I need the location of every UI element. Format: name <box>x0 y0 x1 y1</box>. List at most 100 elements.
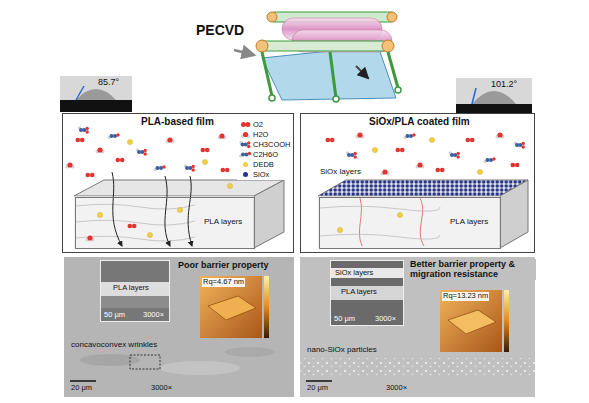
art-shape <box>326 138 335 143</box>
micrograph-panel: Poor barrier propertyPLA layers50 μm3000… <box>64 257 294 397</box>
art-shape <box>404 133 416 138</box>
art-shape <box>320 206 440 211</box>
legend: O2H2OCH3COOHC2H6ODEDBSiOx <box>237 118 292 180</box>
art-shape <box>86 173 95 178</box>
art-shape <box>66 162 74 168</box>
art-shape <box>76 138 85 143</box>
molecule-icon <box>240 141 251 148</box>
art-shape <box>356 132 364 138</box>
art-shape <box>511 163 520 168</box>
contact-angle: 101.2° <box>491 79 517 89</box>
art-shape <box>154 165 166 170</box>
art-shape <box>472 88 476 104</box>
legend-row: CH3COOH <box>238 139 291 149</box>
scale-label: 50 μm <box>104 311 125 320</box>
art-shape <box>346 152 357 159</box>
art-shape <box>504 290 509 352</box>
art-shape <box>388 52 398 88</box>
pecvd-machine <box>234 12 401 102</box>
molecule-icon <box>240 151 252 156</box>
magnification-label: 3000× <box>385 384 408 393</box>
magnification-label: 3000× <box>143 311 164 320</box>
legend-icon <box>238 160 253 169</box>
art-shape <box>80 354 140 366</box>
art-shape <box>165 176 170 246</box>
coating-band: SiOx layers <box>319 167 529 197</box>
cross-section-inset: SiOx layersPLA layers50 μm3000× <box>330 260 404 326</box>
art-shape <box>429 137 434 142</box>
panel-heading: Better barrier property & migration resi… <box>408 259 536 280</box>
legend-icon <box>238 130 253 139</box>
art-shape <box>97 212 102 217</box>
legend-text: DEDB <box>253 160 274 169</box>
art-shape <box>436 168 445 173</box>
legend-row: C2H6O <box>238 149 291 159</box>
art-shape <box>300 257 535 397</box>
art-shape <box>318 180 528 196</box>
art-shape <box>76 204 195 209</box>
art-shape <box>264 276 269 338</box>
legend-icon <box>238 150 253 159</box>
art-shape <box>234 50 254 55</box>
panel-heading: SiOx/PLA coated film <box>367 116 472 128</box>
art-shape <box>258 41 388 51</box>
legend-row: O2 <box>238 119 291 129</box>
art-shape <box>382 40 394 52</box>
art-shape <box>466 138 475 143</box>
art-shape <box>330 52 336 98</box>
art-shape <box>225 347 275 357</box>
art-shape <box>306 380 332 382</box>
pla-film-slab <box>74 172 284 248</box>
art-shape <box>184 165 195 172</box>
art-shape <box>60 100 132 112</box>
art-shape <box>96 147 104 153</box>
art-shape <box>262 46 396 100</box>
layer-label: SiOx layers <box>335 269 373 278</box>
art-shape <box>86 235 94 241</box>
art-shape <box>330 260 404 326</box>
art-shape <box>76 86 84 100</box>
film-slab: PLA layers <box>319 197 501 249</box>
art-shape <box>395 87 401 93</box>
art-shape <box>337 227 342 232</box>
cross-section-inset: PLA layers50 μm3000× <box>100 260 170 322</box>
panel-heading: Poor barrier property <box>176 260 271 270</box>
art-shape <box>74 180 284 196</box>
art-shape <box>333 96 339 102</box>
feature-label: concavoconvex wrinkles <box>70 340 158 349</box>
scale-label: 50 μm <box>334 315 355 324</box>
feature-label: nano-SiOx particles <box>306 345 378 354</box>
art-shape <box>456 78 532 104</box>
art-shape <box>60 76 132 100</box>
art-shape <box>330 268 404 278</box>
afm-inset: Rq=4.67 nm <box>200 276 262 338</box>
legend-swatch <box>243 162 248 167</box>
legend-swatch <box>243 172 248 177</box>
art-shape <box>254 180 284 248</box>
art-shape <box>330 286 404 300</box>
art-shape <box>262 52 272 96</box>
art-shape <box>112 172 122 246</box>
art-shape <box>484 157 496 162</box>
art-shape <box>318 180 528 196</box>
contact-angle-photo <box>60 76 532 114</box>
layer-label: PLA layers <box>341 288 377 297</box>
molecule-icon <box>238 140 253 149</box>
art-shape <box>477 169 482 174</box>
legend-text: O2 <box>253 120 263 129</box>
art-shape <box>267 12 277 22</box>
art-shape <box>372 147 377 152</box>
art-shape <box>440 290 502 352</box>
art-shape <box>116 158 125 163</box>
art-shape <box>221 168 230 173</box>
art-shape <box>416 162 424 168</box>
layer-label: SiOx layers <box>319 167 362 176</box>
art-shape <box>100 282 170 296</box>
film-panel: SiOx/PLA coated filmSiOx layersPLA layer… <box>300 113 535 253</box>
art-shape <box>269 95 275 101</box>
art-shape <box>76 236 195 241</box>
art-shape <box>356 66 368 78</box>
scale-label: 20 μm <box>70 384 93 393</box>
legend-swatch <box>241 122 246 127</box>
art-shape <box>188 176 192 246</box>
